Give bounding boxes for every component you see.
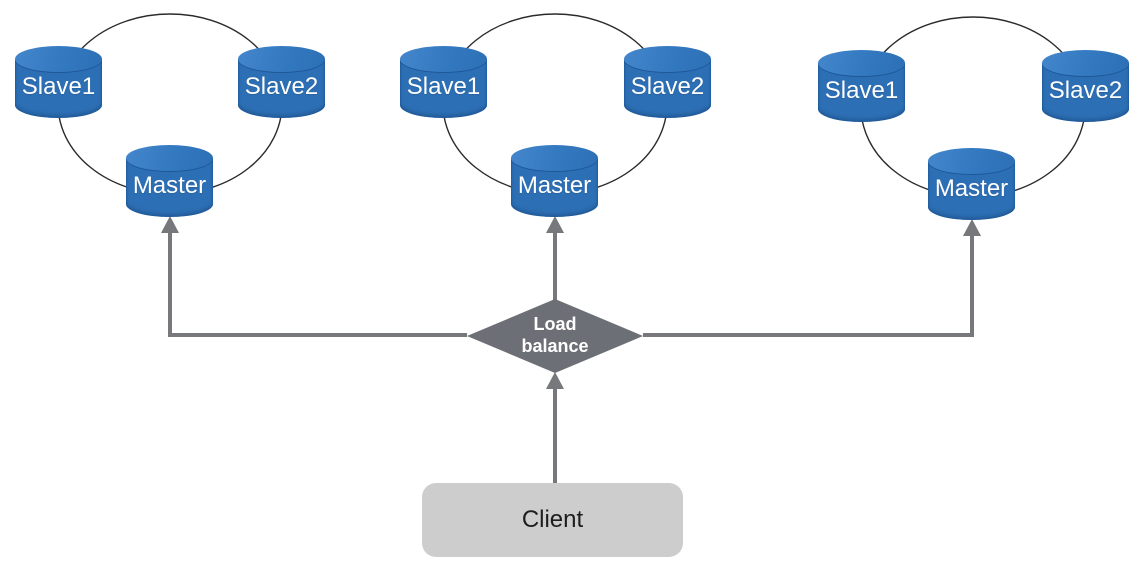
db-label-master: Master [132,172,207,199]
load-balance-diamond [467,299,643,373]
db-cylinder-top [400,46,487,72]
db-label-slave2: Slave2 [1048,77,1123,104]
db-label-slave2: Slave2 [630,73,705,100]
client-label: Client [521,506,584,533]
db-cylinder-top [511,145,598,171]
db-cylinder-top [624,46,711,72]
db-cylinder-master-cluster3: Master [928,148,1015,220]
db-label-master: Master [517,172,592,199]
arrow-line-lb-to-master-1 [168,231,467,337]
client-box: Client [422,483,683,557]
arrowhead-client-to-lb [546,372,564,389]
db-cylinder-top [15,46,102,72]
db-label-slave1: Slave1 [21,73,96,100]
db-cylinder-top [928,148,1015,174]
db-label-slave1: Slave1 [824,77,899,104]
db-label-slave2: Slave2 [244,73,319,100]
arrowhead-lb-to-master-3 [963,219,981,236]
load-balance-label: Load balance [521,314,589,356]
db-cylinder-slave1-cluster3: Slave1 [818,50,905,122]
arrow-line-lb-to-master-3 [643,234,974,337]
db-cylinder-slave2-cluster3: Slave2 [1042,50,1129,122]
db-cylinder-master-cluster1: Master [126,145,213,217]
db-cylinder-slave2-cluster2: Slave2 [624,46,711,118]
db-cylinder-top [238,46,325,72]
db-cylinder-top [1042,50,1129,76]
db-cylinder-master-cluster2: Master [511,145,598,217]
db-cylinder-top [818,50,905,76]
db-label-slave1: Slave1 [406,73,481,100]
db-cylinder-slave1-cluster2: Slave1 [400,46,487,118]
db-cylinder-slave2-cluster1: Slave2 [238,46,325,118]
arrowhead-lb-to-master-1 [161,216,179,233]
db-cylinder-top [126,145,213,171]
db-cylinder-slave1-cluster1: Slave1 [15,46,102,118]
db-label-master: Master [934,175,1009,202]
arrowhead-lb-to-master-2 [546,216,564,233]
